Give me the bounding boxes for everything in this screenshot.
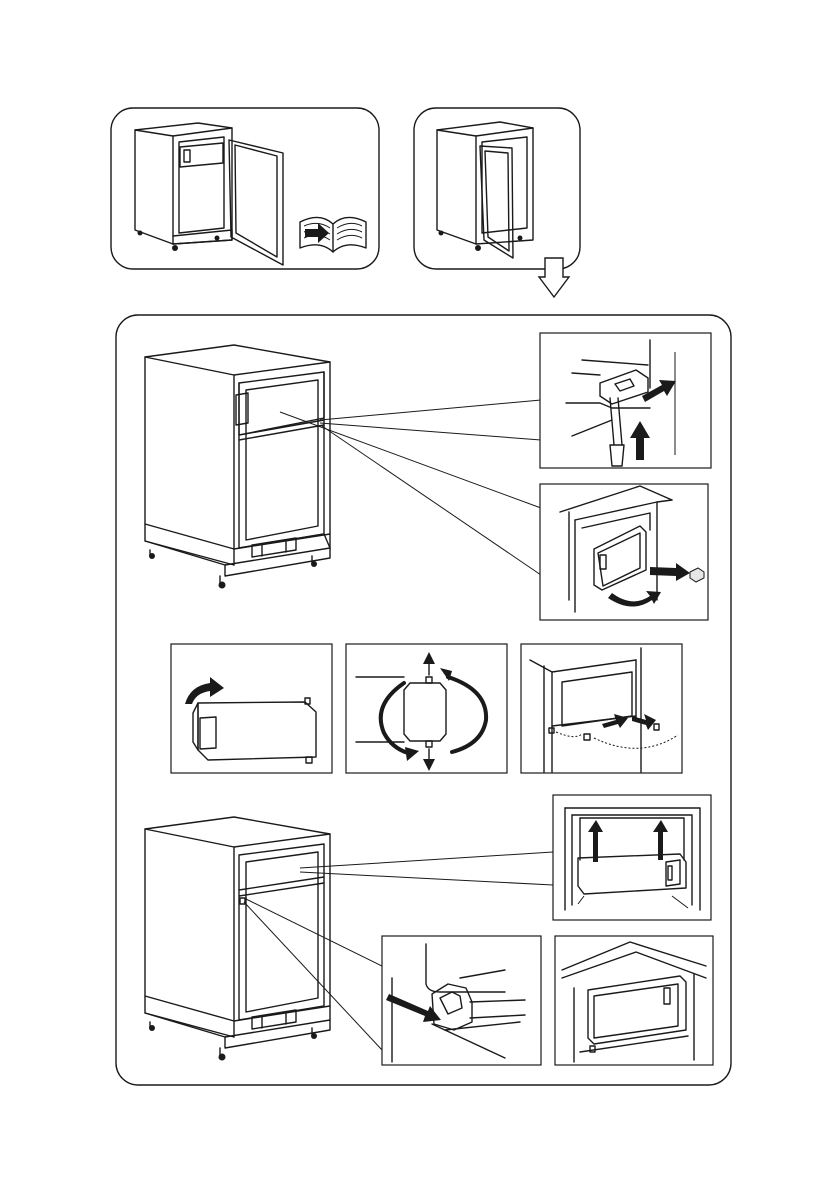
detail-compartment-fitted-panel — [555, 936, 713, 1065]
detail-swap-hinges-panel — [346, 644, 507, 773]
detail-flip-door-panel — [171, 644, 332, 773]
detail-fix-hinge-panel — [382, 936, 541, 1065]
detail-remove-door-panel — [540, 484, 708, 620]
detail-insert-compartment-panel — [553, 795, 711, 920]
step-2-panel — [414, 108, 580, 269]
detail-move-pin-panel — [521, 644, 682, 773]
step-1-panel — [111, 108, 379, 269]
main-procedure-panel — [116, 315, 731, 1085]
detail-release-hinge-panel — [540, 333, 711, 468]
